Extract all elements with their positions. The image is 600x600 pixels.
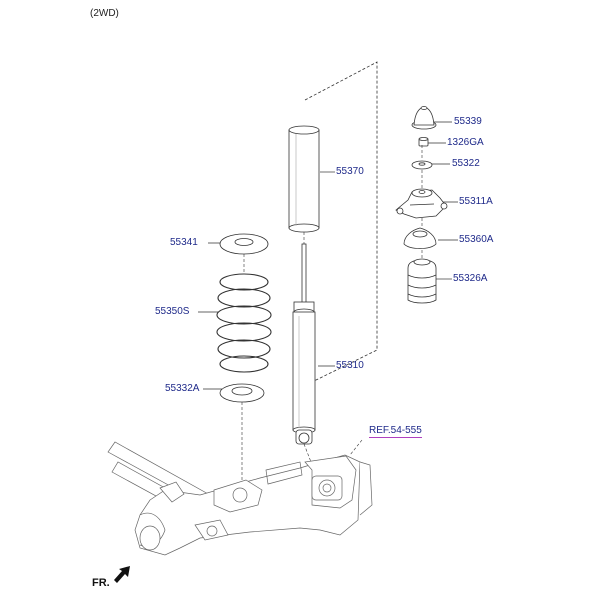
part-55360A-seat (403, 227, 437, 249)
part-55310-shock-absorber (292, 243, 316, 445)
label-55360A: 55360A (459, 234, 494, 245)
label-1326GA: 1326GA (447, 137, 484, 148)
part-55341-spring-pad (219, 233, 269, 255)
part-55370-dust-cover (288, 125, 320, 233)
leader-lines (198, 121, 458, 390)
part-55322-washer (411, 160, 433, 170)
front-direction-arrow-icon (114, 566, 130, 583)
part-55350S-coil-spring (216, 273, 272, 373)
part-55332A-lower-pad (219, 383, 265, 403)
part-1326GA-nut (418, 137, 429, 147)
label-55341: 55341 (170, 237, 198, 248)
part-55326A-bumper (407, 258, 437, 304)
label-55310: 55310 (336, 360, 364, 371)
variant-label: (2WD) (90, 8, 119, 19)
label-55322: 55322 (452, 158, 480, 169)
center-lines (241, 145, 423, 490)
front-direction-label: FR. (92, 577, 110, 589)
assembly-dash-boundary (304, 61, 378, 383)
label-55350S: 55350S (155, 306, 190, 317)
label-55339: 55339 (454, 116, 482, 127)
reference-link[interactable]: REF.54-555 (369, 425, 422, 438)
rear-axle-outline (107, 441, 373, 556)
label-55332A: 55332A (165, 383, 200, 394)
part-55339-cap (411, 106, 437, 130)
label-55370: 55370 (336, 166, 364, 177)
label-55311A: 55311A (459, 196, 493, 207)
part-55311A-mount (395, 188, 448, 219)
label-55326A: 55326A (453, 273, 488, 284)
